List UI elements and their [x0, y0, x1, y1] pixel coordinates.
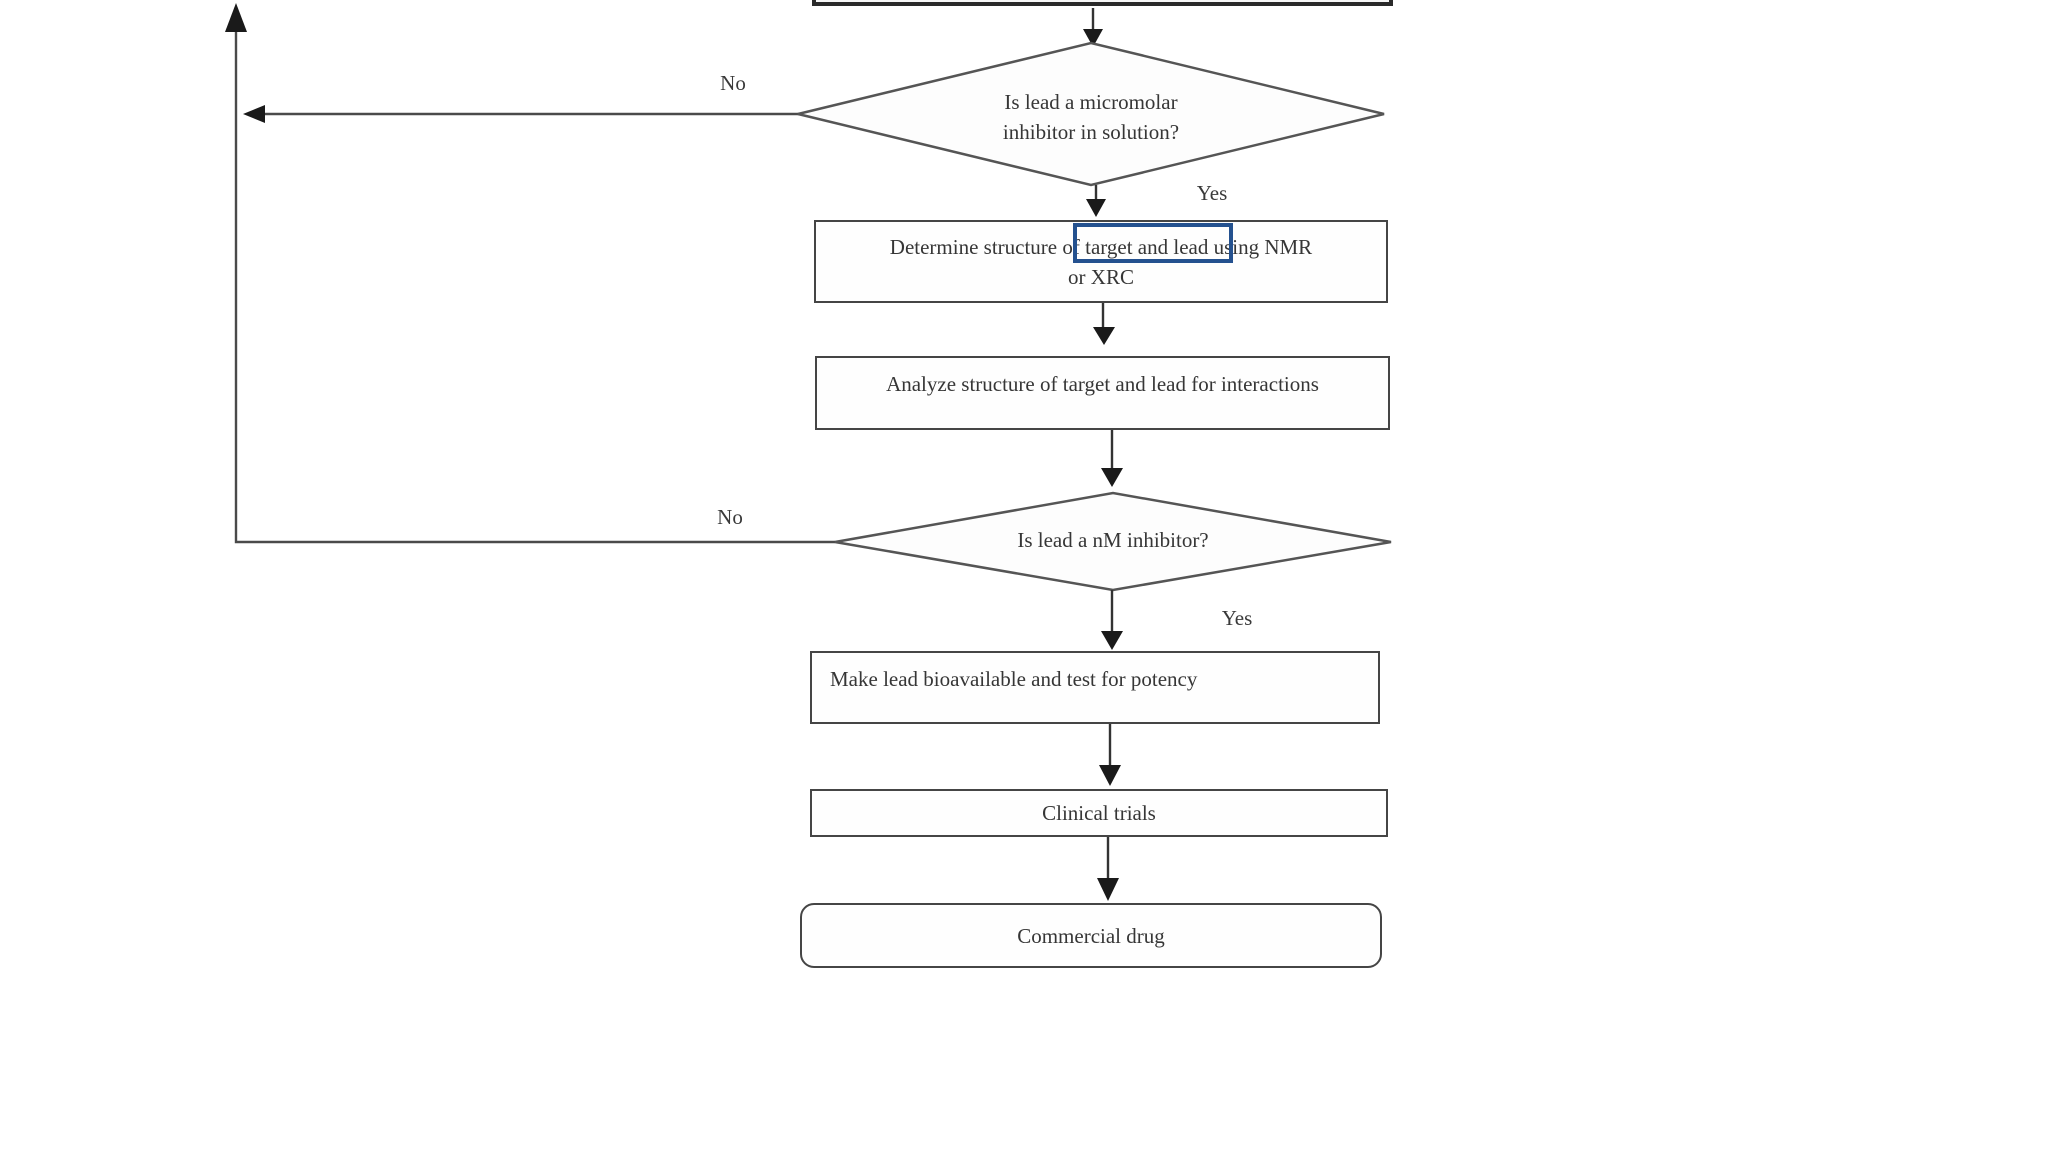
terminal-label: Commercial drug: [1017, 923, 1165, 948]
arrowhead-down-7: [1097, 878, 1119, 901]
arrowhead-down-4: [1101, 468, 1123, 487]
decision1-label: Is lead a micromolar inhibitor in soluti…: [966, 87, 1216, 147]
process4-label: Clinical trials: [1042, 801, 1156, 825]
decision2-line1: Is lead a nM inhibitor?: [1017, 528, 1209, 552]
decision1-diamond-shape: [797, 41, 1385, 187]
cutoff-top-process-box: [812, 0, 1393, 6]
arrowhead-left-no-1: [243, 105, 265, 123]
decision1-line1: Is lead a micromolar: [1004, 90, 1178, 114]
arrowhead-down-1: [1083, 29, 1103, 47]
arrowhead-down-6: [1099, 765, 1121, 786]
terminal-box: Commercial drug: [800, 903, 1382, 968]
decision2-diamond-shape: [834, 491, 1392, 592]
process2-box: Analyze structure of target and lead for…: [815, 356, 1390, 430]
arrowhead-down-5: [1101, 631, 1123, 650]
arrowhead-up-feedback: [225, 3, 247, 32]
process3-box: Make lead bioavailable and test for pote…: [810, 651, 1380, 724]
no-label-1: No: [720, 71, 746, 95]
process1-line2: or XRC: [1068, 264, 1134, 289]
yes-label-1: Yes: [1196, 181, 1228, 205]
arrowhead-down-3: [1093, 327, 1115, 345]
decision2-label: Is lead a nM inhibitor?: [963, 527, 1263, 553]
process1-box: Determine structure of target and lead u…: [814, 220, 1388, 303]
decision1-line2: inhibitor in solution?: [1002, 120, 1180, 144]
selection-highlight-box: [1073, 223, 1233, 263]
edge-no-feedback-loop: [234, 30, 835, 544]
process4-box: Clinical trials: [810, 789, 1388, 837]
no-label-2: No: [717, 505, 743, 529]
yes-label-2: Yes: [1221, 606, 1253, 630]
arrowhead-down-2: [1086, 199, 1106, 217]
process2-label: Analyze structure of target and lead for…: [886, 372, 1319, 396]
process3-label: Make lead bioavailable and test for pote…: [830, 667, 1198, 691]
process1-line1: Determine structure of target and lead u…: [889, 234, 1313, 259]
